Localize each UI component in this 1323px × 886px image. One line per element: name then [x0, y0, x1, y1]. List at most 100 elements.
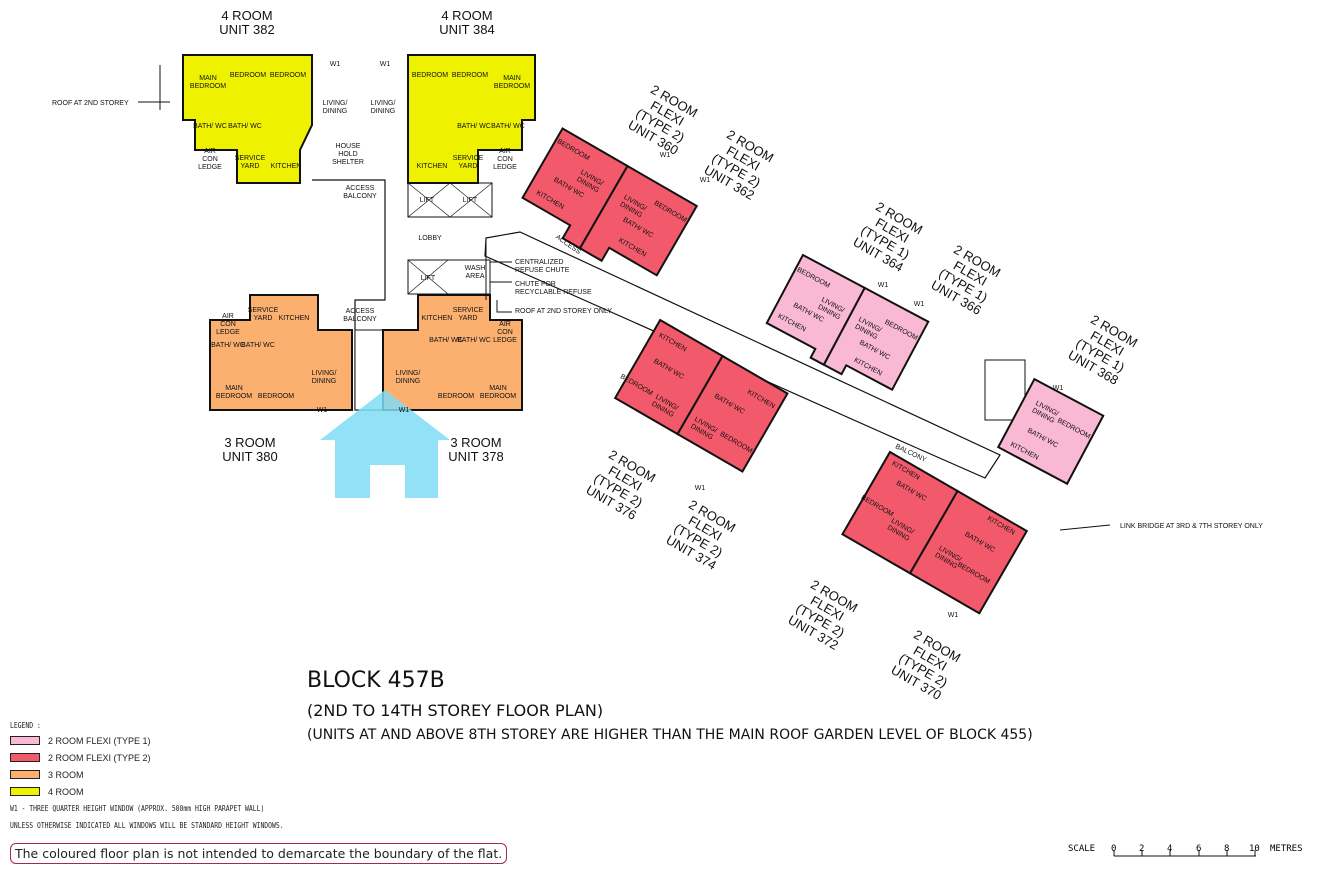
- room-label-line: LEDGE: [198, 164, 222, 171]
- lift-label: LIFT: [420, 197, 435, 204]
- unit-372-outline: [841, 450, 959, 575]
- unit-label-line: UNIT 380: [222, 449, 277, 464]
- lift-cross: [407, 182, 493, 295]
- unit-label-line: 3 ROOM: [450, 435, 501, 450]
- room-label-line: LEDGE: [493, 164, 517, 171]
- room-label-line: CON: [497, 329, 513, 336]
- w1-window-label: W1: [700, 177, 711, 184]
- block-title: BLOCK 457B: [307, 668, 445, 693]
- diagonal-corridor: [484, 231, 1001, 479]
- w1-window-label: W1: [914, 301, 925, 308]
- legend-item: 4 ROOM: [10, 783, 352, 800]
- room-label: LIVING/DINING: [396, 370, 421, 385]
- floor-plan-remark: (UNITS AT AND ABOVE 8TH STOREY ARE HIGHE…: [307, 727, 1033, 743]
- room-label: BATH/ WC: [211, 342, 245, 349]
- room-label: BATH/ WC: [193, 123, 227, 130]
- room-label: KITCHEN: [422, 315, 453, 322]
- unit-380: [209, 294, 353, 411]
- w1-window-label: W1: [695, 485, 706, 492]
- room-label-line: MAIN: [503, 75, 521, 82]
- refuse-chute-callout-line: CENTRALIZED: [515, 259, 564, 266]
- scale-tick: 8: [1224, 844, 1230, 854]
- w1-window-label: W1: [317, 407, 328, 414]
- unit-378: [382, 294, 523, 411]
- legend-swatch: [10, 753, 40, 762]
- unit-382: [182, 54, 313, 184]
- room-label: BATH/ WC: [228, 123, 262, 130]
- room-label-line: SERVICE: [453, 155, 484, 162]
- legend-item: 2 ROOM FLEXI (TYPE 2): [10, 749, 352, 766]
- room-label: KITCHEN: [279, 315, 310, 322]
- scale-tick: 6: [1196, 844, 1202, 854]
- floor-plan-subtitle: (2ND TO 14TH STOREY FLOOR PLAN): [307, 701, 604, 720]
- room-label-line: AIR: [499, 148, 511, 155]
- room-label-line: WASH: [465, 265, 486, 272]
- link-bridge-callout: LINK BRIDGE AT 3RD & 7TH STOREY ONLY: [1120, 523, 1263, 530]
- room-label-line: LIVING/: [312, 370, 337, 377]
- scale-tick: 2: [1139, 844, 1145, 854]
- roof-leader: [138, 65, 170, 110]
- unit-label-line: 4 ROOM: [221, 8, 272, 23]
- room-label-line: AIR: [222, 313, 234, 320]
- room-label: BATH/ WC: [491, 123, 525, 130]
- room-label-line: SERVICE: [248, 307, 279, 314]
- room-label: BATH/ WC: [429, 337, 463, 344]
- unit-376: [613, 318, 724, 436]
- room-label-line: LEDGE: [493, 337, 517, 344]
- room-label-line: BALCONY: [343, 316, 377, 323]
- scale-tick: 0: [1111, 844, 1117, 854]
- room-label-line: DINING: [323, 108, 348, 115]
- unit-372: [841, 450, 959, 575]
- lobby-label: LOBBY: [418, 235, 442, 242]
- room-label-line: YARD: [241, 163, 260, 170]
- legend-item: 3 ROOM: [10, 766, 352, 783]
- room-label-line: BEDROOM: [494, 83, 530, 90]
- scale: SCALE 0 2 4 6 8 10 METRES: [1068, 844, 1303, 854]
- recycle-chute-callout-line: RECYCLABLE REFUSE: [515, 289, 592, 296]
- unit-364-label: 2 ROOMFLEXI(TYPE 1)UNIT 364: [851, 198, 927, 275]
- room-label-line: CON: [497, 156, 513, 163]
- unit-366-label: 2 ROOMFLEXI(TYPE 1)UNIT 366: [929, 241, 1005, 318]
- roof-2nd-storey-callout: ROOF AT 2ND STOREY: [52, 100, 129, 107]
- room-label-line: LEDGE: [216, 329, 240, 336]
- unit-368: [996, 377, 1105, 486]
- room-label: BEDROOM: [270, 72, 306, 79]
- lift-label: LIFT: [421, 275, 436, 282]
- room-label-line: BALCONY: [343, 193, 377, 200]
- room-label-line: YARD: [459, 315, 478, 322]
- room-label-line: LIVING/: [323, 100, 348, 107]
- unit-374-label: 2 ROOMFLEXI(TYPE 2)UNIT 374: [664, 496, 740, 573]
- room-label-line: HOLD: [338, 151, 357, 158]
- legend-label: 3 ROOM: [48, 769, 84, 780]
- scale-bar: [1113, 850, 1256, 857]
- room-label: BATH/ WC: [457, 337, 491, 344]
- room-label: BATH/ WC: [241, 342, 275, 349]
- room-label: BEDROOM: [258, 393, 294, 400]
- unit-380-outline: [209, 294, 353, 411]
- room-label: KITCHEN: [271, 163, 302, 170]
- unit-label-line: UNIT 382: [219, 22, 274, 37]
- room-label-line: DINING: [371, 108, 396, 115]
- room-label-line: SERVICE: [453, 307, 484, 314]
- room-label-line: CON: [202, 156, 218, 163]
- room-label-line: LIVING/: [371, 100, 396, 107]
- legend-label: 2 ROOM FLEXI (TYPE 2): [48, 752, 151, 763]
- room-label-line: BEDROOM: [216, 393, 252, 400]
- room-label-line: MAIN: [225, 385, 243, 392]
- room-label: BEDROOM: [438, 393, 474, 400]
- house-watermark-icon: [320, 390, 450, 498]
- unit-366-outline: [822, 286, 930, 392]
- unit-368-label: 2 ROOMFLEXI(TYPE 1)UNIT 368: [1066, 311, 1142, 388]
- room-label-line: YARD: [254, 315, 273, 322]
- unit-372-label: 2 ROOMFLEXI(TYPE 2)UNIT 372: [786, 576, 862, 653]
- room-label: KITCHEN: [417, 163, 448, 170]
